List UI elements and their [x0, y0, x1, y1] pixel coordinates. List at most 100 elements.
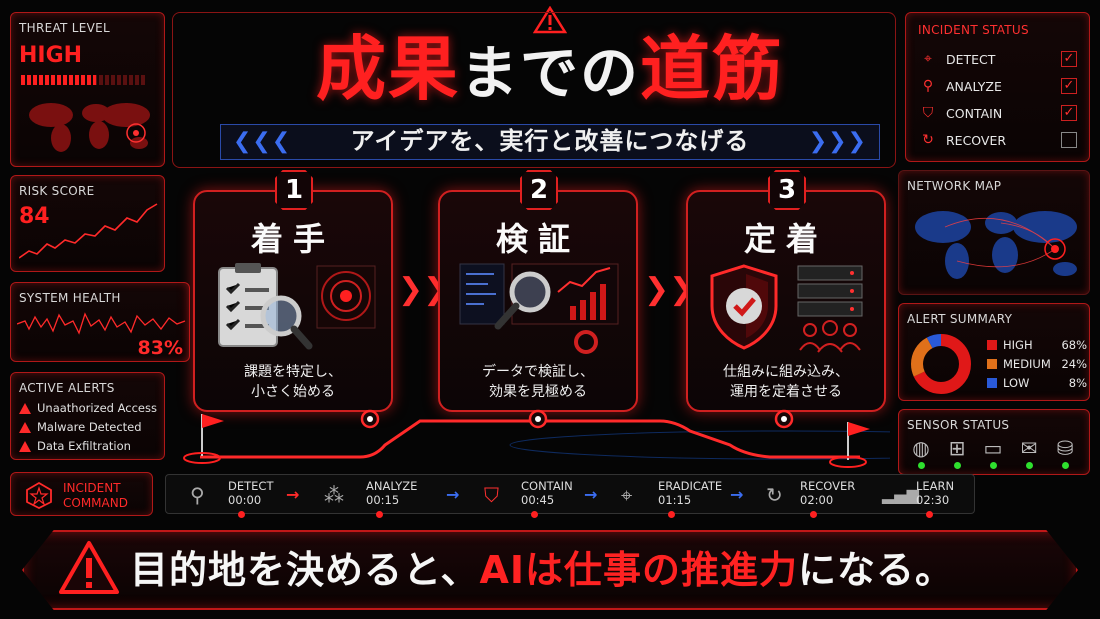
status-checkbox[interactable] — [1061, 132, 1077, 148]
chevron-left-icon: ❮❮❮ — [233, 129, 292, 154]
mail-icon: ✉ — [1020, 436, 1038, 460]
system-health-title: SYSTEM HEALTH — [19, 291, 121, 305]
top-warning-icon — [533, 6, 567, 34]
alert-item[interactable]: Malware Detected — [19, 420, 142, 434]
step-card-2[interactable]: 2 検証 データで検証し、効果を見極める — [438, 170, 638, 412]
step-card-1[interactable]: 1 着手 課題を特定し、小さく始める — [193, 170, 393, 412]
refresh-icon: ↻ — [766, 483, 783, 507]
sensor-ok-dot — [954, 462, 961, 469]
status-checkbox[interactable]: ✓ — [1061, 78, 1077, 94]
world-map-icon — [29, 103, 150, 152]
status-checkbox[interactable]: ✓ — [1061, 51, 1077, 67]
slogan-text: 目的地を決めると、AIは仕事の推進力になる。 — [130, 548, 955, 592]
step-title: 着手 — [250, 220, 335, 258]
risk-trend-line — [19, 203, 158, 259]
sensor-ok-dot — [918, 462, 925, 469]
chevron-right-icon: ❯❯❯ — [808, 129, 867, 154]
incident-command-line1: INCIDENT — [63, 481, 121, 495]
analytics-search-icon — [459, 263, 619, 354]
step-card-3[interactable]: 3 定着 仕組みに組み込み、運用を定着させる — [686, 170, 886, 412]
risk-score-value: 84 — [19, 204, 50, 229]
shield-check-icon: ⛉ — [484, 483, 499, 507]
step-description: 仕組みに組み込み、運用を定着させる — [723, 364, 849, 400]
warning-icon — [19, 402, 31, 414]
status-recover[interactable]: ↻RECOVER — [918, 130, 1077, 150]
step-number: 1 — [275, 170, 313, 210]
risk-score-title: RISK SCORE — [19, 184, 95, 198]
sensor-ok-dot — [1062, 462, 1069, 469]
step-description: データで検証し、効果を見極める — [482, 364, 594, 400]
donut-slice-low — [911, 334, 971, 394]
incident-status-title: INCIDENT STATUS — [918, 23, 1029, 37]
system-health-panel: SYSTEM HEALTH 83% — [10, 282, 190, 362]
arrow-right-icon: → — [730, 485, 744, 504]
active-alerts-title: ACTIVE ALERTS — [19, 381, 115, 395]
threat-level-value: HIGH — [19, 43, 83, 68]
incident-command-line2: COMMAND — [63, 496, 128, 510]
warning-icon — [19, 440, 31, 452]
alert-donut-chart — [911, 334, 971, 394]
step-number: 2 — [520, 170, 558, 210]
alert-item[interactable]: Unaathorized Access — [19, 401, 157, 415]
alert-item[interactable]: Data Exfiltration — [19, 439, 131, 453]
timeline-dot — [531, 511, 538, 518]
center-frame — [172, 12, 896, 168]
timeline-dot — [926, 511, 933, 518]
clipboard-search-icon — [218, 263, 376, 350]
globe-icon: ◍ — [912, 436, 930, 460]
step-title: 検証 — [495, 220, 580, 258]
refresh-icon: ↻ — [922, 132, 934, 148]
incident-status-panel: INCIDENT STATUS ⌖DETECT✓ ⚲ANALYZE✓ ⛉CONT… — [905, 12, 1090, 162]
arrow-right-icon: → — [584, 485, 598, 504]
arrow-right-icon: → — [286, 485, 300, 504]
health-pulse-line — [17, 312, 186, 335]
page-subtitle: ❮❮❮ アイデアを、実行と改善につなげる ❯❯❯ — [220, 124, 880, 160]
status-detect[interactable]: ⌖DETECT✓ — [918, 49, 1077, 69]
threat-level-panel: THREAT LEVEL HIGH — [10, 12, 165, 167]
timeline-dot — [668, 511, 675, 518]
risk-score-panel: RISK SCORE 84 — [10, 175, 165, 272]
warning-icon — [19, 421, 31, 433]
crosshair-icon: ⌖ — [621, 483, 633, 507]
medium-swatch — [987, 359, 997, 369]
system-health-value: 83% — [137, 337, 183, 359]
database-icon: ⛁ — [1056, 436, 1074, 460]
donut-slice-medium — [911, 334, 971, 394]
status-analyze[interactable]: ⚲ANALYZE✓ — [918, 76, 1077, 96]
network-map-panel: NETWORK MAP — [898, 170, 1090, 295]
shield-icon: ⛉ — [922, 105, 934, 121]
status-checkbox[interactable]: ✓ — [1061, 105, 1077, 121]
search-icon: ⚲ — [190, 483, 205, 507]
chevron-right-icon: ❯❯ — [644, 272, 695, 307]
incident-command-button[interactable]: INCIDENT COMMAND — [10, 472, 153, 516]
emblem-icon — [26, 481, 52, 509]
low-swatch — [987, 378, 997, 388]
status-contain[interactable]: ⛉CONTAIN✓ — [918, 103, 1077, 123]
timeline-dot — [810, 511, 817, 518]
threat-meter — [21, 75, 146, 85]
step-description: 課題を特定し、小さく始める — [244, 364, 342, 400]
slogan-bar — [22, 530, 1078, 610]
threat-level-title: THREAT LEVEL — [19, 21, 111, 35]
network-map-title: NETWORK MAP — [907, 179, 1002, 193]
progress-path — [200, 409, 890, 460]
network-nodes-icon: ⁂ — [324, 483, 344, 507]
active-alerts-panel: ACTIVE ALERTS Unaathorized Access Malwar… — [10, 372, 165, 460]
monitor-icon: ▭ — [983, 436, 1003, 460]
timeline-dot — [238, 511, 245, 518]
step-title: 定着 — [743, 220, 828, 258]
arrow-right-icon: → — [446, 485, 460, 504]
network-world-map — [915, 211, 1077, 279]
warning-icon — [59, 541, 119, 594]
